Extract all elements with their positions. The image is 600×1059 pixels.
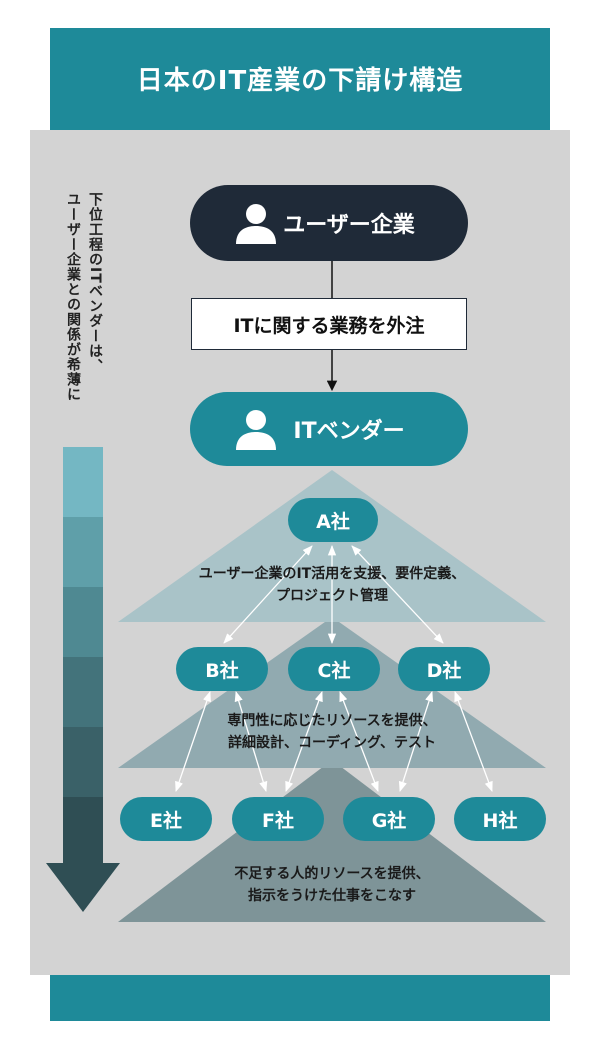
- company-g: G社: [343, 797, 435, 841]
- company-b: B社: [176, 647, 268, 691]
- connectors-tier2: [175, 691, 493, 792]
- tier1-desc-line2: プロジェクト管理: [276, 588, 388, 604]
- outsource-box: ITに関する業務を外注: [191, 298, 467, 350]
- tier2-description: 専門性に応じたリソースを提供、 詳細設計、コーディング、テスト: [130, 710, 534, 754]
- user-company-label: ユーザー企業: [283, 213, 415, 238]
- connectors-tier1: [223, 544, 444, 645]
- tier3-desc-line2: 指示をうけた仕事をこなす: [248, 888, 416, 904]
- person-icon: [236, 204, 276, 244]
- page-title: 日本のIT産業の下請け構造: [136, 66, 464, 96]
- company-h: H社: [454, 797, 546, 841]
- side-note-col1: 下位工程のITベンダーは、: [87, 192, 103, 374]
- tier2-desc-line2: 詳細設計、コーディング、テスト: [227, 735, 437, 751]
- tier2-triangle: [118, 617, 546, 768]
- relationship-gradient-arrow: [46, 447, 120, 912]
- company-d: D社: [398, 647, 490, 691]
- tier3-triangle: [118, 760, 546, 922]
- it-vendor-label: ITベンダー: [293, 419, 405, 444]
- company-e: E社: [120, 797, 212, 841]
- tier2-desc-line1: 専門性に応じたリソースを提供、: [227, 713, 437, 729]
- tier1-desc-line1: ユーザー企業のIT活用を支援、要件定義、: [198, 566, 466, 582]
- user-company-node: ユーザー企業: [190, 185, 468, 261]
- footer-bar: [50, 975, 550, 1021]
- tier1-description: ユーザー企業のIT活用を支援、要件定義、 プロジェクト管理: [130, 563, 534, 607]
- company-f: F社: [232, 797, 324, 841]
- company-c: C社: [288, 647, 380, 691]
- tier3-desc-line1: 不足する人的リソースを提供、: [234, 866, 430, 882]
- person-icon: [236, 410, 276, 450]
- company-a: A社: [288, 498, 378, 542]
- it-vendor-node: ITベンダー: [190, 392, 468, 466]
- side-note-col2: ユーザー企業との関係が希薄に: [65, 192, 81, 402]
- tier3-description: 不足する人的リソースを提供、 指示をうけた仕事をこなす: [130, 863, 534, 907]
- header-bar: [50, 28, 550, 130]
